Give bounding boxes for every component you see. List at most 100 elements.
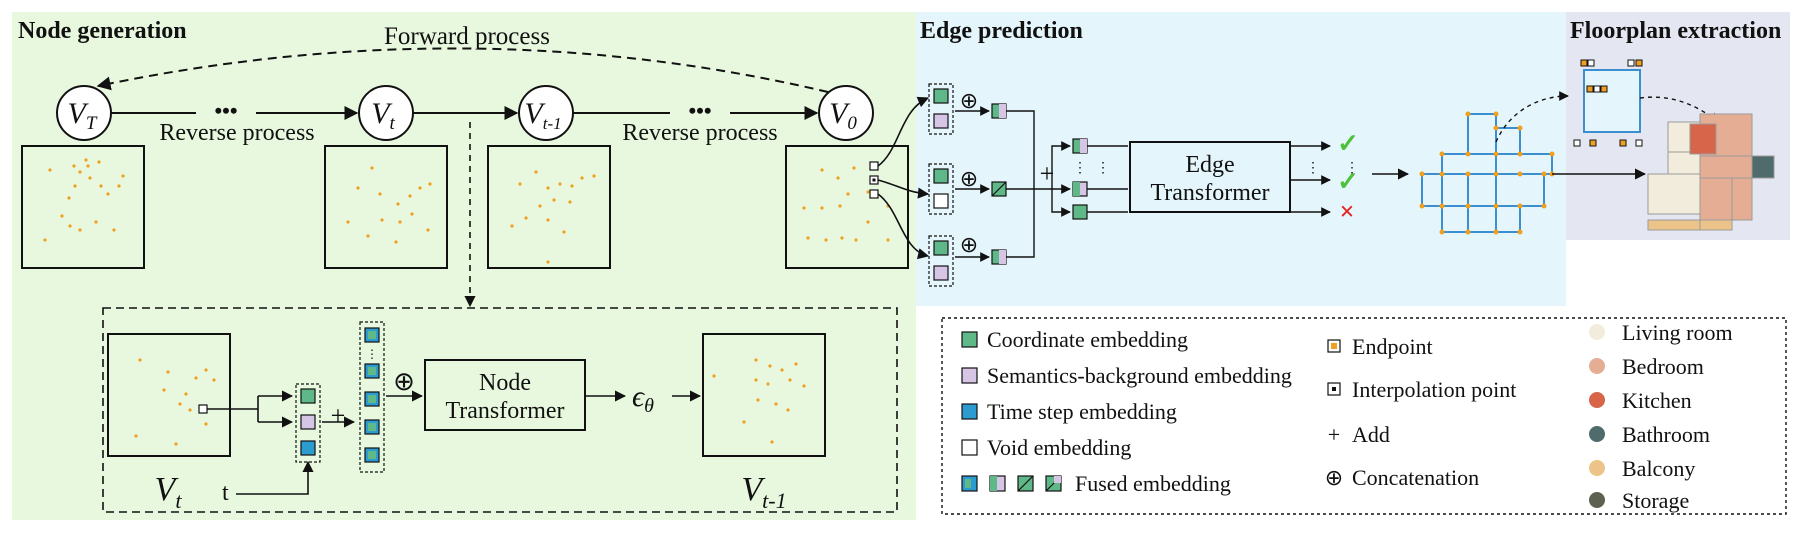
svg-text:⋮: ⋮ [1073,161,1087,176]
fused-embedding-icons [961,475,1062,492]
semantics-embedding-icon [961,367,978,384]
edge-transformer-label-1: Edge [1185,152,1234,178]
edge-pair-3-concat: ⊕ [960,232,978,257]
legend-balcony: Balcony [1622,456,1695,481]
state-v-t-minus-1-label: Vt-1 [524,97,561,133]
inset-fused-column [359,321,385,473]
dots-bg-2 [670,104,730,122]
inset-semantics-embedding [300,414,316,430]
edge-pair-2-void [933,193,949,209]
legend-void-label: Void embedding [987,435,1131,460]
graph-to-zoom-arrow [1495,91,1569,143]
edge-fused-3-half [999,250,1006,264]
endpoint-icon-core [1331,343,1337,349]
legend-timestep-label: Time step embedding [987,399,1177,424]
t-to-timestep-arrow [236,460,314,495]
bathroom-swatch [1589,426,1605,442]
edge-pair-2 [928,163,954,215]
v0-to-group2-arrow [877,179,930,199]
legend-coordinate-label: Coordinate embedding [987,327,1188,352]
storage-swatch [1589,492,1605,508]
zoomed-room-markers [1573,59,1643,147]
reverse-process-label-2: Reverse process [622,120,777,146]
node-transformer-label-2: Transformer [445,398,564,424]
edge-merge-down [1051,189,1071,217]
inset-embedding-column [295,383,321,463]
inset-fused-embeddings: ⋮ [364,327,380,463]
check-icon-1: ✓ [1337,129,1359,158]
edge-fused-2-slash [991,181,1007,197]
forward-process-label: Forward process [384,23,550,50]
inset-pointcloud-v-t [107,333,231,457]
legend-storage: Storage [1622,488,1689,513]
edge-pair-1-semantics [933,113,949,129]
legend-box [941,317,1787,515]
svg-text:⋮: ⋮ [366,347,378,361]
legend-living-room: Living room [1622,320,1733,345]
v0-point-marker-1 [869,161,879,171]
check-icon-2: ✓ [1337,167,1359,196]
v0-point-marker-2-dot [872,178,876,182]
inset-v-t-minus-1-label: Vt-1 [741,471,786,513]
state-v-0 [818,85,874,141]
edge-add-symbol: + [1040,159,1055,188]
inset-point-marker [198,404,208,414]
edge-out-dots-1: ⋮ [1306,161,1320,176]
node-transformer-inset [102,307,898,513]
legend-semantics-label: Semantics-background embedding [987,363,1292,388]
edge-transformer-label-2: Transformer [1150,180,1269,206]
reverse-process-label-1: Reverse process [159,120,314,146]
void-embedding-icon [961,439,978,456]
edge-pair-3-coordinate [933,240,949,256]
state-v-t-label: Vt [371,97,395,134]
edge-pair-3 [928,235,954,287]
interpolation-point-icon-core [1332,387,1336,391]
dots-bg-1 [196,104,256,122]
node-transformer-box [424,359,586,431]
pointcloud-box-v-t-minus-1 [487,145,611,269]
node-generation-title: Node generation [18,18,187,44]
kitchen-swatch [1589,392,1605,408]
inset-pointcloud-v-t-dots [134,358,216,446]
dots-2: ••• [688,98,711,123]
legend-fused-label: Fused embedding [1075,471,1231,496]
inset-pointcloud-v-t-minus-1-dots [712,358,806,444]
legend-bedroom: Bedroom [1622,354,1704,379]
edge-pair-1-coordinate [933,88,949,104]
dots-1: ••• [214,98,237,123]
inset-concat-symbol: ⊕ [393,367,415,396]
bedroom-swatch [1589,358,1605,374]
v0-point-marker-3 [869,189,879,199]
state-v-T-label: VT [68,97,98,134]
edge-pair-2-coordinate [933,168,949,184]
forward-process-arrow [96,47,829,93]
balcony-swatch [1589,460,1605,476]
edge-pair-3-semantics [933,265,949,281]
edge-merge-lines [1006,110,1035,258]
legend-endpoint-label: Endpoint [1352,334,1433,359]
v0-to-group1-arrow [877,96,930,167]
coordinate-embedding-icon [961,331,978,348]
pointcloud-dots-v-t-minus-1 [510,170,596,264]
floorplan-image [1647,113,1775,231]
cross-icon: × [1340,197,1355,226]
v0-to-group3-arrow [877,193,930,260]
pointcloud-dots-v-T [43,158,125,242]
concatenation-icon: ⊕ [1325,465,1343,490]
t-label: t [222,480,229,506]
inset-timestep-embedding [300,440,316,456]
epsilon-theta-label: ϵθ [632,380,654,417]
edge-prediction-title: Edge prediction [920,18,1083,44]
edge-pair-1-concat: ⊕ [960,88,978,113]
state-v-0-label: V0 [829,97,857,134]
zoomed-room [1583,69,1641,133]
legend-concatenation-label: Concatenation [1352,465,1479,490]
inset-pointcloud-v-t-minus-1 [702,333,826,457]
edge-pair-1 [928,83,954,135]
edge-transformer-box [1129,141,1291,213]
add-icon: + [1328,422,1340,447]
pointcloud-dots-v-t [346,166,432,244]
legend-interpolation-label: Interpolation point [1352,377,1516,402]
inset-coordinate-embedding [300,388,316,404]
